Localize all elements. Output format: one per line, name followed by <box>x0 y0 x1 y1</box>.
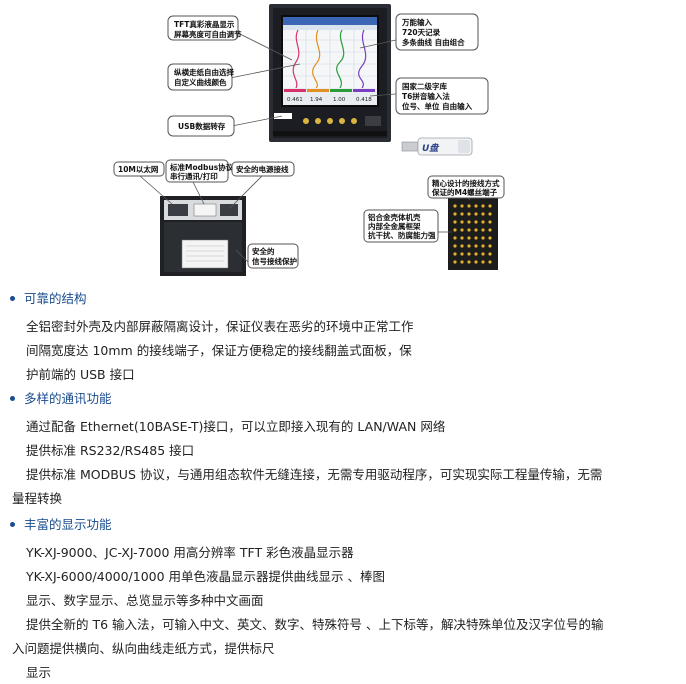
callout-modbus: 标准Modbus协议 串行通讯/打印 <box>165 159 234 183</box>
recorder-back-image <box>160 196 246 276</box>
svg-text:T6拼音输入法: T6拼音输入法 <box>402 91 450 101</box>
paragraph-line: 护前端的 USB 接口 <box>26 367 135 382</box>
paragraph-line: 通过配备 Ethernet(10BASE-T)接口，可以立即接入现有的 LAN/… <box>26 419 446 434</box>
svg-text:多条曲线 自由组合: 多条曲线 自由组合 <box>402 37 465 47</box>
product-feature-figure: 0.461 1.94 1.00 0.418 U盘 <box>0 0 686 282</box>
svg-text:万能输入: 万能输入 <box>401 17 432 27</box>
usb-stick-image: U盘 <box>401 137 473 156</box>
svg-text:信号接线保护: 信号接线保护 <box>252 256 297 266</box>
screen-readout: 0.418 <box>356 97 372 103</box>
svg-text:自定义曲线颜色: 自定义曲线颜色 <box>174 77 227 87</box>
section-heading-communication: 多样的通讯功能 <box>10 388 112 407</box>
callout-shell: 铝合金壳体机壳 内部全金属框架 抗干扰、防腐能力强 <box>363 209 439 243</box>
paragraph-line: 间隔宽度达 10mm 的接线端子，保证方便稳定的接线翻盖式面板，保 <box>26 343 412 358</box>
svg-text:USB数据转存: USB数据转存 <box>178 121 226 131</box>
callout-ethernet: 10M以太网 <box>113 161 165 177</box>
callout-signal: 安全的 信号接线保护 <box>247 243 299 269</box>
svg-text:抗干扰、防腐能力强: 抗干扰、防腐能力强 <box>368 230 436 240</box>
paragraph-line: 全铝密封外壳及内部屏蔽隔离设计，保证仪表在恶劣的环境中正常工作 <box>26 319 414 334</box>
bullet-icon <box>10 396 15 401</box>
callout-font: 国家二级字库 T6拼音输入法 位号、单位 自由输入 <box>395 77 489 115</box>
svg-text:精心设计的接线方式: 精心设计的接线方式 <box>432 178 500 188</box>
callout-usb: USB数据转存 <box>167 115 235 137</box>
usb-stick-label: U盘 <box>422 143 440 154</box>
section-heading-structure: 可靠的结构 <box>10 288 87 307</box>
paragraph-line: 量程转换 <box>12 491 63 506</box>
bullet-icon <box>10 296 15 301</box>
paragraph-line: 提供标准 RS232/RS485 接口 <box>26 443 195 458</box>
svg-text:标准Modbus协议: 标准Modbus协议 <box>169 162 234 172</box>
svg-text:保证的M4螺丝端子: 保证的M4螺丝端子 <box>431 187 498 197</box>
svg-text:720天记录: 720天记录 <box>402 27 441 37</box>
screen-readout: 0.461 <box>287 97 303 103</box>
svg-text:安全的电源接线: 安全的电源接线 <box>236 164 289 174</box>
callout-terminal: 精心设计的接线方式 保证的M4螺丝端子 <box>427 175 505 199</box>
svg-text:TFT真彩液晶显示: TFT真彩液晶显示 <box>174 19 235 29</box>
svg-text:国家二级字库: 国家二级字库 <box>402 81 447 91</box>
paragraph-line: 提供标准 MODBUS 协议，与通用组态软件无缝连接，无需专用驱动程序，可实现实… <box>26 467 603 482</box>
svg-text:安全的: 安全的 <box>252 246 275 256</box>
paragraph-line: 显示 <box>26 665 52 680</box>
svg-text:屏幕亮度可自由调节: 屏幕亮度可自由调节 <box>174 29 242 39</box>
svg-text:位号、单位 自由输入: 位号、单位 自由输入 <box>402 101 473 111</box>
screen-readout: 1.00 <box>333 97 346 103</box>
svg-text:内部全金属框架: 内部全金属框架 <box>368 221 421 231</box>
paragraph-line: 提供全新的 T6 输入法，可输入中文、英文、数字、特殊符号 、上下标等，解决特殊… <box>26 617 604 632</box>
section-heading-display: 丰富的显示功能 <box>10 514 112 533</box>
paragraph-line: 入问题提供横向、纵向曲线走纸方式，提供标尺 <box>12 641 275 656</box>
callout-curve: 纵横走纸自由选择 自定义曲线颜色 <box>167 63 234 91</box>
terminal-block-image <box>448 198 498 270</box>
callout-input: 万能输入 720天记录 多条曲线 自由组合 <box>395 13 479 51</box>
svg-text:铝合金壳体机壳: 铝合金壳体机壳 <box>368 212 421 222</box>
paragraph-line: YK-XJ-9000、JC-XJ-7000 用高分辨率 TFT 彩色液晶显示器 <box>26 545 354 560</box>
bullet-icon <box>10 522 15 527</box>
callout-tft: TFT真彩液晶显示 屏幕亮度可自由调节 <box>167 15 242 41</box>
screen-readout: 1.94 <box>310 97 323 103</box>
paragraph-line: 显示、数字显示、总览显示等多种中文画面 <box>26 593 264 608</box>
feature-diagram: 0.461 1.94 1.00 0.418 U盘 <box>113 4 505 276</box>
callout-power: 安全的电源接线 <box>231 161 295 177</box>
recorder-front-image: 0.461 1.94 1.00 0.418 <box>269 4 391 142</box>
svg-text:纵横走纸自由选择: 纵横走纸自由选择 <box>174 67 234 77</box>
paragraph-line: YK-XJ-6000/4000/1000 用单色液晶显示器提供曲线显示 、棒图 <box>26 569 386 584</box>
svg-text:串行通讯/打印: 串行通讯/打印 <box>170 171 218 181</box>
svg-text:10M以太网: 10M以太网 <box>118 164 159 174</box>
